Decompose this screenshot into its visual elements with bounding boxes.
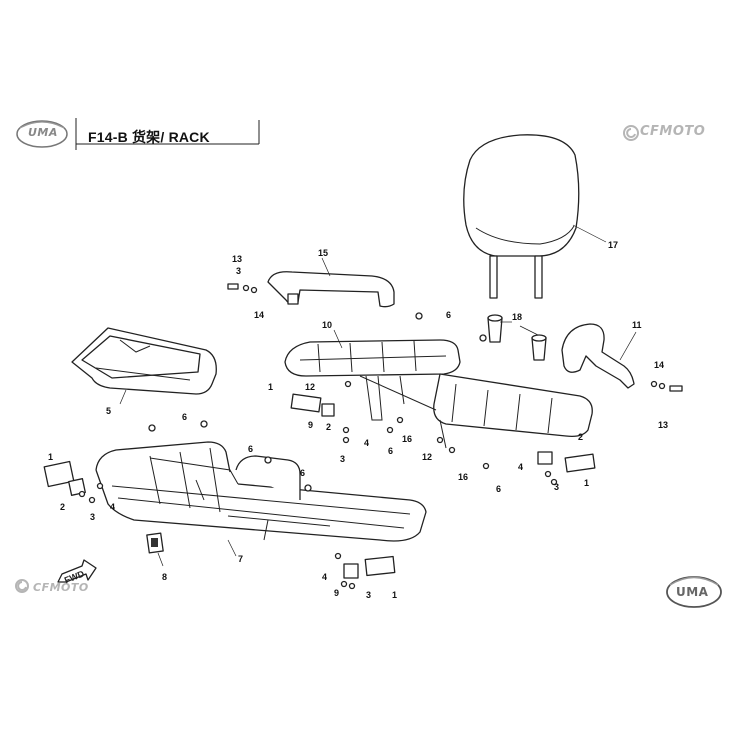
- cfmoto-watermark-bottom: CFMOTO: [33, 581, 89, 594]
- callout-3c: 3: [554, 482, 559, 492]
- callout-10: 10: [322, 320, 332, 330]
- callout-1d: 1: [392, 590, 397, 600]
- callout-16b: 16: [458, 472, 468, 482]
- callout-18: 18: [512, 312, 522, 322]
- callout-8: 8: [162, 572, 167, 582]
- callout-7: 7: [238, 554, 243, 564]
- callout-1b: 1: [584, 478, 589, 488]
- callout-2b: 2: [578, 432, 583, 442]
- uma-bottom-logo-icon: [666, 576, 722, 608]
- callout-2c: 2: [60, 502, 65, 512]
- callout-13: 13: [232, 254, 242, 264]
- callout-6e: 6: [248, 444, 253, 454]
- callout-2: 2: [326, 422, 331, 432]
- callout-6f: 6: [300, 468, 305, 478]
- cfmoto-logo-icon-bottom: [15, 579, 29, 593]
- callout-12: 12: [305, 382, 315, 392]
- uma-logo-icon: [16, 118, 260, 150]
- callout-1: 1: [268, 382, 273, 392]
- part-bracket: [146, 532, 164, 567]
- part-reflectors: [43, 393, 596, 579]
- callout-4c: 4: [110, 502, 115, 512]
- part-fasteners: [78, 283, 683, 590]
- callout-17: 17: [608, 240, 618, 250]
- callout-11: 11: [632, 320, 642, 330]
- callout-9b: 9: [334, 588, 339, 598]
- part-right-handle: [561, 323, 637, 389]
- callout-9: 9: [308, 420, 313, 430]
- fwd-arrow-icon: [57, 559, 97, 583]
- uma-logo-text: UMA: [28, 126, 58, 139]
- callout-3: 3: [236, 266, 241, 276]
- cfmoto-logo-icon: [623, 125, 639, 141]
- callout-16: 16: [402, 434, 412, 444]
- callout-14: 14: [254, 310, 264, 320]
- page-title: F14-B 货架/ RACK: [88, 129, 210, 145]
- callout-13b: 13: [658, 420, 668, 430]
- callout-labels: 13 3 14 15 17 6 18 10 11 14 13 5 1 12 9 …: [48, 240, 668, 600]
- part-front-rack: [95, 441, 427, 557]
- callout-1c: 1: [48, 452, 53, 462]
- callout-3e: 3: [366, 590, 371, 600]
- callout-6: 6: [446, 310, 451, 320]
- callout-3d: 3: [90, 512, 95, 522]
- callout-3b: 3: [340, 454, 345, 464]
- callout-4: 4: [364, 438, 369, 448]
- callout-12b: 12: [422, 452, 432, 462]
- callout-4b: 4: [518, 462, 523, 472]
- part-left-handle: [267, 257, 395, 308]
- title-block: UMA F14-B 货架/ RACK: [14, 118, 264, 150]
- part-storage-tray: [71, 327, 217, 405]
- callout-15: 15: [318, 248, 328, 258]
- uma-bottom-logo-text: UMA: [676, 585, 709, 599]
- callout-6b: 6: [388, 446, 393, 456]
- callout-6c: 6: [496, 484, 501, 494]
- callout-14b: 14: [654, 360, 664, 370]
- callout-6d: 6: [182, 412, 187, 422]
- callout-5: 5: [106, 406, 111, 416]
- part-grommets: [487, 314, 547, 361]
- part-backrest: [463, 134, 607, 299]
- callout-4d: 4: [322, 572, 327, 582]
- cfmoto-watermark-top: CFMOTO: [640, 124, 706, 139]
- part-rear-rack: [284, 329, 593, 449]
